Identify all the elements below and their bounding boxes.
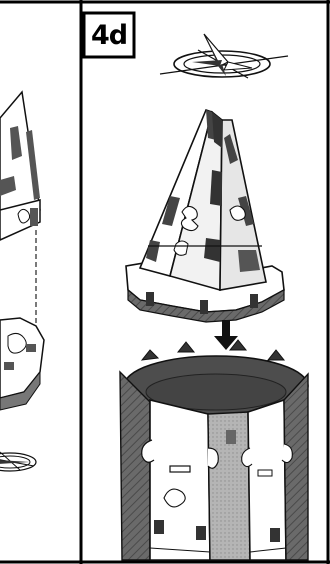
previous-step-cone [0,92,44,471]
cone-roof [126,110,284,322]
step-label: 4d [86,15,132,55]
tower-body [120,340,308,560]
compass-rose-icon [160,34,288,78]
